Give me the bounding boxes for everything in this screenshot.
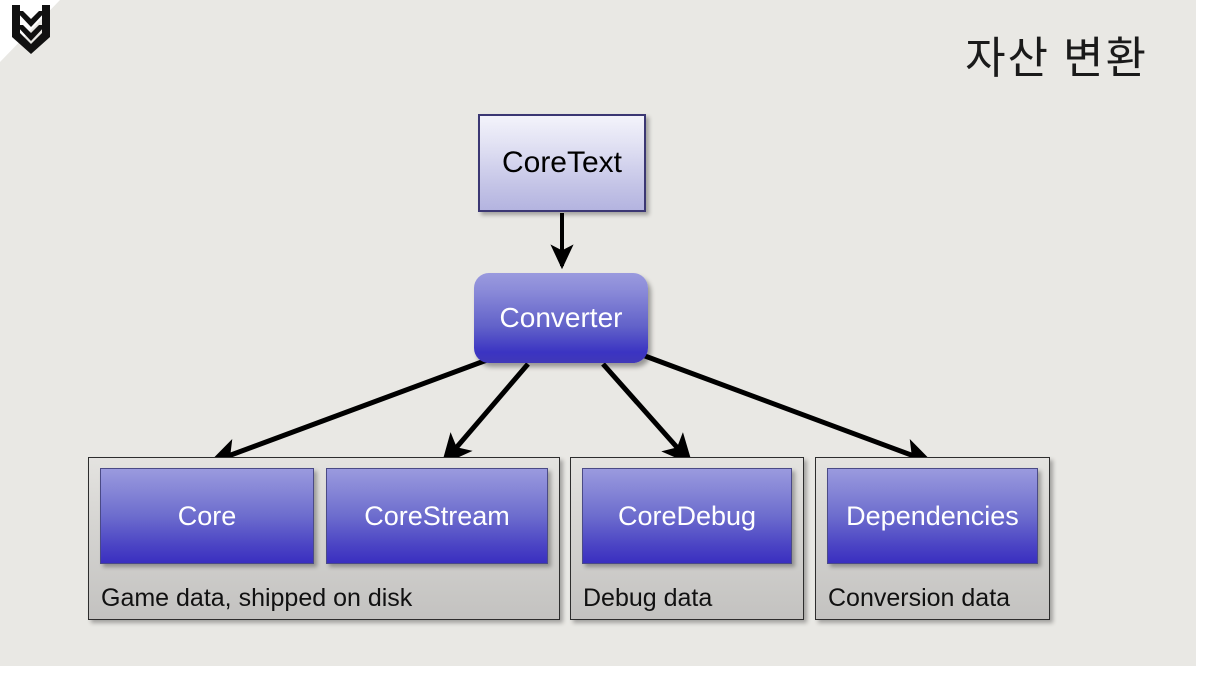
group-caption-conversion-data: Conversion data [828,584,1011,612]
node-coretext[interactable]: CoreText [478,114,646,212]
leaf-corestream[interactable]: CoreStream [326,468,548,564]
group-caption-game-data: Game data, shipped on disk [101,584,413,612]
group-debug-data: CoreDebug Debug data [570,457,804,620]
leaf-coredebug[interactable]: CoreDebug [582,468,792,564]
page-title: 자산 변환 [965,34,1148,83]
chevron-shield-logo-icon [8,3,54,55]
leaf-core[interactable]: Core [100,468,314,564]
group-conversion-data: Dependencies Conversion data [815,457,1050,620]
leaf-dependencies[interactable]: Dependencies [827,468,1038,564]
group-game-data: Core CoreStream Game data, shipped on di… [88,457,560,620]
node-converter[interactable]: Converter [474,273,648,363]
group-caption-debug-data: Debug data [583,584,713,612]
